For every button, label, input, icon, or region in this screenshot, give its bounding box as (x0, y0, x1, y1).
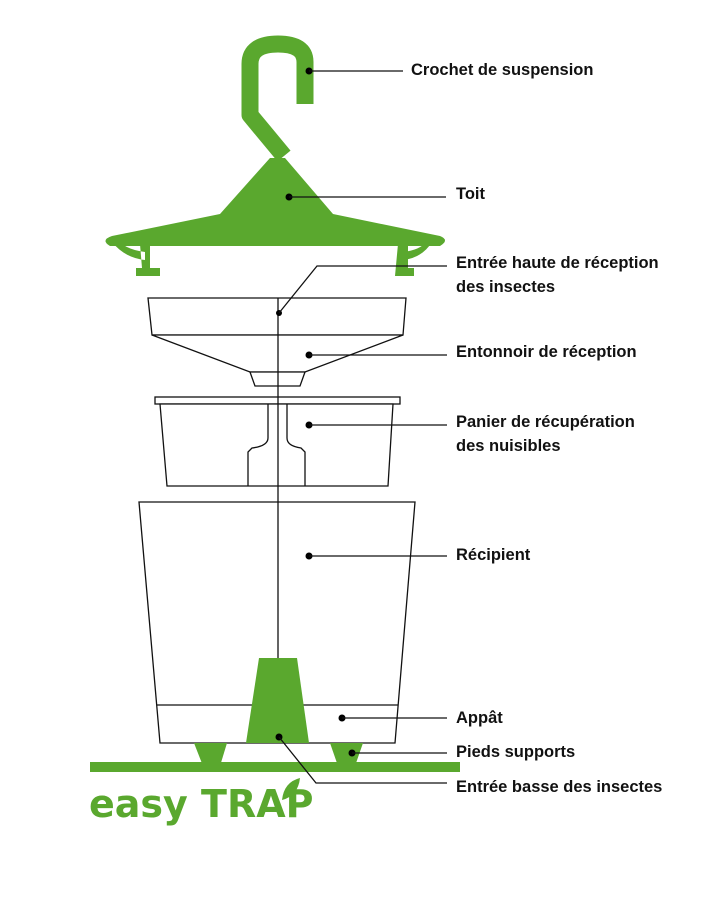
label-basket-1: Panier de récupération (456, 413, 635, 431)
label-hook: Crochet de suspension (411, 61, 593, 79)
container (138, 501, 416, 744)
foot-left (194, 743, 227, 766)
bottom-entry-cone (246, 658, 309, 743)
basket-tube (247, 404, 306, 486)
hook (241, 35, 314, 162)
label-bait: Appât (456, 709, 503, 727)
label-feet: Pieds supports (456, 743, 575, 761)
roof-foot-left (112, 242, 160, 276)
ground-bar (90, 762, 460, 772)
label-top-entry-1: Entrée haute de réception (456, 254, 659, 272)
label-roof: Toit (456, 185, 486, 203)
label-container: Récipient (456, 546, 531, 564)
label-top-entry-2: des insectes (456, 278, 555, 296)
roof (105, 158, 446, 246)
label-basket-2: des nuisibles (456, 437, 561, 455)
label-bottom-entry: Entrée basse des insectes (456, 778, 662, 796)
funnel-rim (147, 297, 407, 336)
logo-text: easy TRAP (89, 782, 313, 826)
logo-leaf-icon (282, 778, 300, 800)
basket-body (159, 403, 394, 487)
roof-foot-right (395, 242, 432, 276)
label-funnel: Entonnoir de réception (456, 343, 637, 361)
leaders (275, 67, 447, 784)
foot-right (330, 743, 363, 766)
